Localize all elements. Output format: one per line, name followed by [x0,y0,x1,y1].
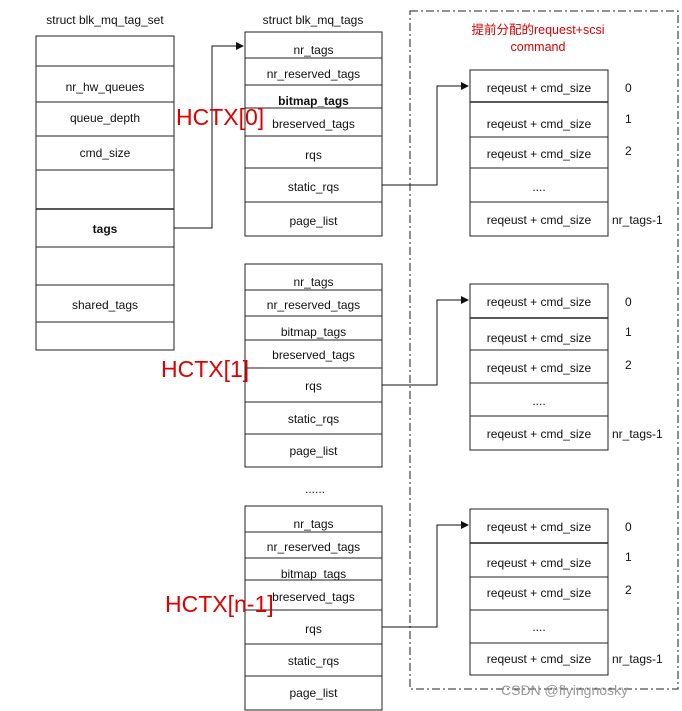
tags-hctxn-field-nr-reserved-tags: nr_reserved_tags [266,540,361,554]
request-hctx0-row-2: reqeust + cmd_size [486,147,592,161]
request-hctx1-row-0: reqeust + cmd_size [486,295,592,309]
tags-hctx1-field-page-list: page_list [289,444,338,458]
request-hctx1-index-2: 2 [625,358,632,372]
request-hctxn-row-4: reqeust + cmd_size [486,652,592,666]
arrow-tags-to-hctx0 [174,42,244,229]
request-hctx0-row-0: reqeust + cmd_size [486,81,592,95]
tags-struct-title: struct blk_mq_tags [262,13,364,27]
tags-hctxn-field-static-rqs: static_rqs [287,654,340,668]
tags-box-hctxn [244,505,383,711]
request-hctx0-row-4: reqeust + cmd_size [486,213,592,227]
request-hctxn-index-4: nr_tags-1 [612,652,663,666]
request-array-hctx1 [469,283,609,451]
request-hctx0-row-3: .... [532,180,546,194]
tag-set-field-queue-depth: queue_depth [69,111,141,125]
request-hctx1-row-1: reqeust + cmd_size [486,331,592,345]
prealloc-note: 提前分配的request+scsi command [471,23,605,54]
request-hctxn-index-0: 0 [625,520,632,534]
tags-hctx0-field-page-list: page_list [289,214,338,228]
request-hctx0-index-1: 1 [625,112,632,126]
tags-hctx1-field-nr-reserved-tags: nr_reserved_tags [266,298,361,312]
request-hctx0-index-4: nr_tags-1 [612,213,663,227]
tag-set-box [35,35,175,351]
prealloc-region-border [409,10,679,690]
tags-hctx1-field-breserved-tags: breserved_tags [272,348,355,362]
tags-hctx0-field-nr-reserved-tags: nr_reserved_tags [266,67,361,81]
tags-hctx0-field-breserved-tags: breserved_tags [272,117,355,131]
tag-set-field-cmd-size: cmd_size [79,146,131,160]
tags-hctx1-field-static-rqs: static_rqs [287,412,340,426]
request-hctx0-index-0: 0 [625,81,632,95]
request-hctxn-row-3: .... [532,620,546,634]
tag-set-field-tags: tags [92,222,118,236]
request-hctx1-index-0: 0 [625,295,632,309]
tags-hctx0-field-nr-tags: nr_tags [293,43,334,57]
tags-hctxn-field-nr-tags: nr_tags [293,517,334,531]
hctx-label-0: HCTX[0] [176,104,265,130]
arrow-static-rqs-hctx1 [382,296,469,386]
tags-hctx1-field-bitmap-tags: bitmap_tags [280,325,347,339]
tag-set-field-shared-tags: shared_tags [71,298,139,312]
tags-hctx0-field-static-rqs: static_rqs [287,180,340,194]
arrow-static-rqs-hctxn [382,521,469,628]
tags-box-hctx1 [244,263,383,468]
tags-hctxn-field-bitmap-tags: bitmap_tags [280,567,347,581]
tags-hctxn-field-breserved-tags: breserved_tags [272,590,355,604]
request-array-hctxn [469,508,609,676]
request-hctx1-index-1: 1 [625,325,632,339]
tags-hctx0-field-bitmap-tags: bitmap_tags [278,94,349,108]
tags-hctxn-field-page-list: page_list [289,686,338,700]
request-hctxn-row-0: reqeust + cmd_size [486,520,592,534]
tags-hctx0-field-rqs: rqs [305,148,322,162]
request-hctx1-index-4: nr_tags-1 [612,427,663,441]
tags-ellipsis: ...... [304,482,325,496]
tags-hctx1-field-rqs: rqs [305,379,322,393]
watermark: CSDN @flyingnosky [501,682,629,698]
request-hctxn-index-1: 1 [625,550,632,564]
hctx-label-n: HCTX[n-1] [165,591,274,617]
hctx-label-1: HCTX[1] [161,356,250,382]
tags-hctxn-field-rqs: rqs [305,622,322,636]
request-hctxn-row-2: reqeust + cmd_size [486,586,592,600]
request-hctx0-index-2: 2 [625,144,632,158]
connector-arrows [174,42,469,628]
tags-box-hctx0 [244,31,383,237]
request-hctx0-row-1: reqeust + cmd_size [486,117,592,131]
request-hctx1-row-3: .... [532,394,546,408]
tag-set-title: struct blk_mq_tag_set [46,13,164,27]
tag-set-field-nr-hw-queues: nr_hw_queues [65,80,145,94]
tags-hctx1-field-nr-tags: nr_tags [293,275,334,289]
request-hctx1-row-4: reqeust + cmd_size [486,427,592,441]
request-hctx1-row-2: reqeust + cmd_size [486,361,592,375]
arrow-static-rqs-hctx0 [382,82,469,186]
request-hctxn-index-2: 2 [625,583,632,597]
request-array-hctx0 [469,69,609,237]
request-hctxn-row-1: reqeust + cmd_size [486,556,592,570]
